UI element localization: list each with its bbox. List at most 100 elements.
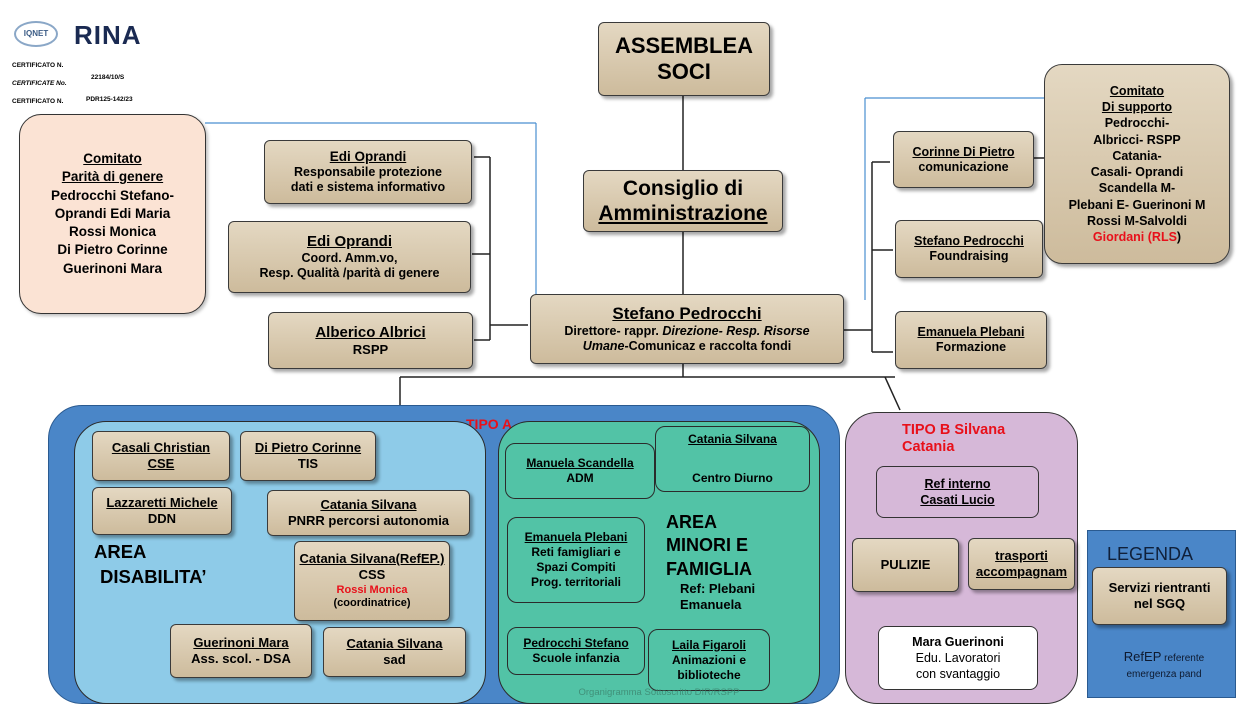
ref-interno-line2: Casati Lucio xyxy=(920,493,995,507)
plebani-reti-role3: Prog. territoriali xyxy=(530,575,622,589)
comitato-supporto-line: Pedrocchi- xyxy=(1104,116,1170,131)
tipo-a-label: TIPO A xyxy=(466,416,513,432)
guerinoni-dsa-role: Ass. scol. - DSA xyxy=(191,651,291,666)
lazzaretti-role: DDN xyxy=(147,511,177,526)
rspp-box: Alberico Albrici RSPP xyxy=(268,312,473,369)
assemblea-line1: ASSEMBLEA xyxy=(614,32,754,58)
area-disabilita-title: AREA DISABILITA’ xyxy=(94,540,207,590)
comitato-parita-member: Guerinoni Mara xyxy=(62,260,162,276)
scandella-box: Manuela Scandella ADM xyxy=(505,443,655,499)
comitato-parita-title2: Parità di genere xyxy=(61,169,164,185)
cert-value-3: PDR125-142/23 xyxy=(86,96,133,103)
scandella-role: ADM xyxy=(566,471,594,485)
lazzaretti-box: Lazzaretti Michele DDN xyxy=(92,487,232,535)
consiglio-amministrazione-box: Consiglio di Amministrazione xyxy=(583,170,783,232)
comitato-supporto-line: Catania- xyxy=(1112,148,1162,163)
comunicazione-role: comunicazione xyxy=(918,159,1009,174)
figaroli-box: Laila Figaroli Animazioni e biblioteche xyxy=(648,629,770,691)
fundraising-role: Foundraising xyxy=(929,249,1009,263)
watermark-text: Organigramma Sottoscritto DIR/RSPP xyxy=(578,687,740,698)
comunicazione-name: Corinne Di Pietro xyxy=(912,144,1015,159)
sad-name: Catania Silvana xyxy=(346,636,443,652)
qualita-role1: Coord. Amm.vo, xyxy=(301,251,398,265)
comitato-supporto-line: Scandella M- xyxy=(1098,181,1176,196)
legenda-sample-line1: Servizi rientranti xyxy=(1108,580,1211,596)
iqnet-logo: IQNET xyxy=(14,21,58,47)
comitato-supporto-line: Rossi M-Salvoldi xyxy=(1086,213,1188,228)
direttore-role-a: Direttore- rappr. xyxy=(564,324,663,339)
assemblea-soci-box: ASSEMBLEA SOCI xyxy=(598,22,770,96)
consiglio-line2: Amministrazione xyxy=(598,202,768,225)
tipo-b-label2: Catania xyxy=(902,438,955,455)
comitato-parita-member: Rossi Monica xyxy=(68,224,157,240)
comitato-supporto-rls-close: ) xyxy=(1176,230,1182,244)
figaroli-name: Laila Figaroli xyxy=(671,637,746,652)
area-minori-line3: FAMIGLIA xyxy=(666,558,752,579)
ref-interno-box: Ref interno Casati Lucio xyxy=(876,466,1039,518)
pedrocchi-scuole-name: Pedrocchi Stefano xyxy=(523,636,629,650)
comitato-supporto-title2: Di supporto xyxy=(1101,100,1173,114)
tipo-b-label: TIPO B Silvana Catania xyxy=(902,422,1005,455)
comitato-supporto-rls: Giordani (RLS xyxy=(1092,230,1177,244)
comitato-parita-title1: Comitato xyxy=(83,151,142,167)
dipietro-tis-name: Di Pietro Corinne xyxy=(254,440,362,456)
trasporti-line2: accompagnam xyxy=(975,564,1068,579)
pnrr-name: Catania Silvana xyxy=(320,497,417,513)
direttore-box: Stefano Pedrocchi Direttore- rappr. Dire… xyxy=(530,294,844,364)
mara-guerinoni-role1: Edu. Lavoratori xyxy=(915,650,1001,665)
area-minori-ref2: Emanuela xyxy=(680,597,742,613)
css-role: CSS xyxy=(358,567,386,583)
legenda-refep-b: referente xyxy=(1161,653,1205,664)
consiglio-line1: Consiglio di xyxy=(622,176,744,200)
pulizie-label: PULIZIE xyxy=(880,557,931,573)
formazione-role: Formazione xyxy=(935,340,1007,354)
area-minori-panel xyxy=(498,421,820,704)
comitato-parita-member: Oprandi Edi Maria xyxy=(54,205,171,221)
css-name: Catania Silvana(RefEP.) xyxy=(299,551,445,566)
mara-guerinoni-name: Mara Guerinoni xyxy=(912,634,1004,649)
trasporti-box: trasporti accompagnam xyxy=(968,538,1075,590)
figaroli-role1: Animazioni e xyxy=(671,652,746,667)
scandella-name: Manuela Scandella xyxy=(526,456,634,470)
fundraising-box: Stefano Pedrocchi Foundraising xyxy=(895,220,1043,278)
cert-label-3: CERTIFICATO N. xyxy=(12,98,64,105)
privacy-role2: dati e sistema informativo xyxy=(290,180,446,195)
comitato-supporto-title1: Comitato xyxy=(1109,83,1165,98)
dipietro-tis-box: Di Pietro Corinne TIS xyxy=(240,431,376,481)
qualita-box: Edi Oprandi Coord. Amm.vo, Resp. Qualità… xyxy=(228,221,471,293)
mara-guerinoni-role2: con svantaggio xyxy=(915,667,1001,682)
area-minori-ref1: Ref: Plebani xyxy=(680,581,756,597)
mara-guerinoni-box: Mara Guerinoni Edu. Lavoratori con svant… xyxy=(878,626,1038,690)
casali-name: Casali Christian xyxy=(111,440,211,456)
legenda-sample-box: Servizi rientranti nel SGQ xyxy=(1092,567,1227,625)
pnrr-role: PNRR percorsi autonomia xyxy=(287,513,450,528)
pulizie-box: PULIZIE xyxy=(852,538,959,592)
fundraising-name: Stefano Pedrocchi xyxy=(914,234,1024,248)
formazione-box: Emanuela Plebani Formazione xyxy=(895,311,1047,369)
sad-box: Catania Silvana sad xyxy=(323,627,466,677)
area-disabilita-line1: AREA xyxy=(94,541,147,562)
qualita-role2: Resp. Qualità /parità di genere xyxy=(259,266,440,280)
direttore-role-d: -Comunicaz e raccolta fondi xyxy=(624,339,792,354)
css-coordinator: Rossi Monica xyxy=(336,583,408,596)
rina-logo: RINA xyxy=(74,20,142,50)
ref-interno-line1: Ref interno xyxy=(924,476,991,491)
comitato-supporto-line: Casali- Oprandi xyxy=(1090,165,1184,179)
lazzaretti-name: Lazzaretti Michele xyxy=(106,495,218,511)
dipietro-tis-role: TIS xyxy=(297,456,319,471)
legenda-sample-line2: nel SGQ xyxy=(1133,596,1186,611)
privacy-box: Edi Oprandi Responsabile protezione dati… xyxy=(264,140,472,204)
area-disabilita-line2: DISABILITA’ xyxy=(100,565,207,587)
area-minori-line1: AREA xyxy=(666,512,718,532)
pnrr-box: Catania Silvana PNRR percorsi autonomia xyxy=(267,490,470,536)
comitato-supporto-line: Albricci- RSPP xyxy=(1093,132,1181,147)
privacy-name: Edi Oprandi xyxy=(329,148,407,164)
direttore-name: Stefano Pedrocchi xyxy=(612,303,762,323)
cert-value-2: 22184/10/S xyxy=(91,74,125,81)
pedrocchi-scuole-role: Scuole infanzia xyxy=(532,651,620,665)
figaroli-role2: biblioteche xyxy=(677,667,741,682)
comitato-parita-member: Di Pietro Corinne xyxy=(57,242,168,258)
area-minori-title: AREA MINORI E FAMIGLIA Ref: Plebani Eman… xyxy=(666,511,755,614)
comitato-parita-box: Comitato Parità di genere Pedrocchi Stef… xyxy=(19,114,206,314)
